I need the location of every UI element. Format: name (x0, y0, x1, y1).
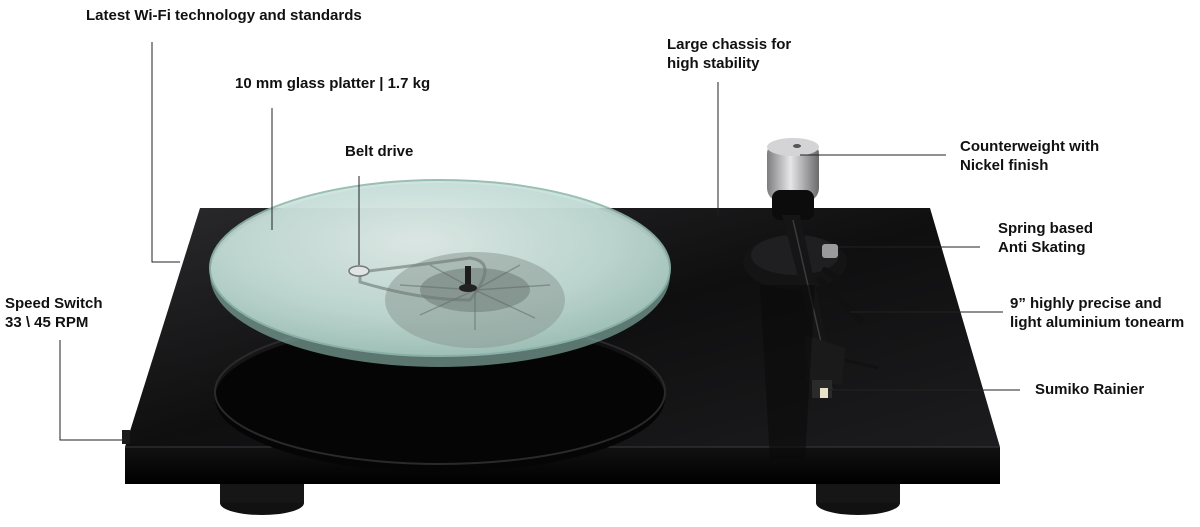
headshell (805, 335, 845, 385)
anti-skating-knob (822, 244, 838, 258)
leader-wifi (151, 42, 180, 263)
callout-glass-platter: 10 mm glass platter | 1.7 kg (235, 74, 430, 93)
callout-counterweight-line2: Nickel finish (960, 157, 1049, 174)
sub-platter-spokes (399, 264, 551, 330)
counterweight-cap (767, 138, 819, 156)
callout-cartridge: Sumiko Rainier (1035, 380, 1144, 399)
foot-front-right-body (816, 480, 900, 503)
arm-lift-lever (816, 276, 864, 324)
callout-speed-switch-line1: Speed Switch (5, 295, 103, 312)
callout-tonearm: 9” highly precise and light aluminium to… (1010, 294, 1184, 332)
counterweight-hole (793, 144, 801, 148)
callout-anti-skating-line1: Spring based (998, 220, 1094, 237)
cartridge-stylus-guard (820, 388, 828, 398)
callout-counterweight: Counterweight with Nickel finish (960, 137, 1099, 175)
callout-glass-platter-line1: 10 mm glass platter | 1.7 kg (235, 75, 431, 92)
motor-pulley (348, 265, 370, 277)
foot-front-left-body (220, 480, 304, 503)
callout-anti-skating: Spring based Anti Skating (998, 219, 1093, 257)
tonearm-pillar (760, 285, 815, 460)
callout-chassis: Large chassis for high stability (667, 35, 791, 73)
sub-platter-shadow (215, 324, 665, 472)
callout-speed-switch-line2: 33 \ 45 RPM (5, 314, 89, 331)
callout-speed-switch: Speed Switch 33 \ 45 RPM (5, 294, 103, 332)
leader-speed (59, 340, 126, 441)
callout-tonearm-line2: light aluminium tonearm (1010, 314, 1185, 331)
callout-wifi-line1: Latest Wi-Fi technology and standards (86, 7, 362, 24)
callout-counterweight-line1: Counterweight with (960, 138, 1100, 155)
finger-lift (844, 358, 879, 370)
callout-belt-drive: Belt drive (345, 142, 413, 161)
counterweight-collar (772, 190, 814, 220)
callout-belt-drive-line1: Belt drive (345, 143, 414, 160)
callout-chassis-line2: high stability (667, 55, 760, 72)
arm-rest-post (822, 267, 858, 293)
callout-wifi: Latest Wi-Fi technology and standards (86, 6, 362, 25)
callout-anti-skating-line2: Anti Skating (998, 239, 1086, 256)
spindle-base (459, 284, 477, 292)
leader-lines (59, 42, 1020, 441)
callout-chassis-line1: Large chassis for (667, 36, 792, 53)
callout-cartridge-line1: Sumiko Rainier (1035, 381, 1145, 398)
drive-belt (358, 256, 487, 302)
speed-switch-knob (122, 430, 130, 444)
spindle (465, 266, 471, 288)
callout-tonearm-line1: 9” highly precise and (1010, 295, 1162, 312)
